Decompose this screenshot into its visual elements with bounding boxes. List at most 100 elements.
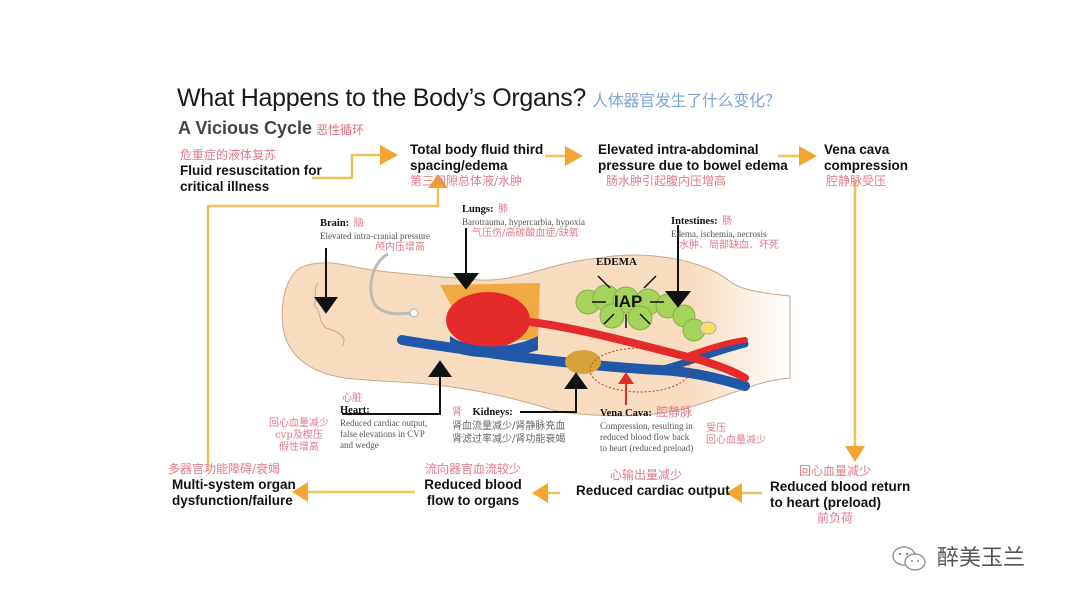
kidney — [565, 350, 601, 374]
bladder — [699, 321, 717, 335]
annotation-brain: Brain: 脑 Elevated intra-cranial pressure… — [320, 213, 430, 254]
node-cn: 腔静脉受压 — [826, 174, 887, 188]
node-cn: 回心血量减少 — [798, 464, 871, 478]
edema-label: EDEMA — [596, 256, 637, 268]
bowel — [575, 284, 706, 342]
organ-label: Lungs: — [462, 204, 494, 215]
title-cn: 人体器官发生了什么变化？ — [592, 91, 781, 110]
node-line: critical illness — [180, 179, 270, 194]
node-line: compression — [824, 158, 909, 173]
node-reduced-organ-flow: 流向器官血流较少 Reduced blood flow to organs — [418, 462, 528, 509]
arrow-right-icon — [799, 146, 817, 166]
watermark: 醉美玉兰 — [890, 540, 1025, 574]
organ-desc-cn: 颅内压增高 — [375, 242, 425, 253]
node-line: dysfunction/failure — [172, 493, 293, 508]
connector-line — [312, 153, 382, 180]
arrow-down-icon — [845, 446, 865, 462]
annotation-kidneys: 肾 Kidneys: 肾血流量减少/肾静脉充血 肾滤过率减少/肾功能衰竭 — [452, 402, 565, 446]
arrow-up-icon — [618, 372, 634, 384]
node-reduced-preload: 回心血量减少 Reduced blood return to heart (pr… — [770, 464, 911, 526]
desc-line: Reduced cardiac output, — [340, 418, 428, 428]
desc-line: reduced blood flow back — [600, 432, 690, 442]
node-fluid-resuscitation: 危重症的液体复苏 Fluid resuscitation for critica… — [180, 148, 322, 195]
organ-cn: 脑 — [353, 218, 364, 229]
iap-pressure-arrows — [592, 275, 664, 328]
organ-cn: 肠 — [722, 216, 733, 227]
organ-cn: 腔静脉 — [656, 405, 693, 419]
organ-desc: Barotrauma, hypercarbia, hypoxia — [462, 217, 585, 227]
ventilator-tube — [369, 252, 413, 316]
watermark-text: 醉美玉兰 — [937, 546, 1026, 571]
organ-desc-cn: 水肿、局部缺血、坏死 — [679, 240, 779, 251]
node-cn: 肠水肿引起腹内压增高 — [606, 174, 727, 188]
organ-desc: Edema, ischemia, necrosis — [671, 229, 767, 239]
vena-cava-desc-cn: 受压 回心血量减少 — [706, 423, 766, 447]
node-cn: 多器官功能障碍/衰竭 — [168, 462, 281, 476]
desc-line: Compression, resulting in — [600, 421, 693, 431]
arrow-up-icon — [428, 174, 448, 188]
annotation-vena-cava: Vena Cava: 腔静脉 Compression, resulting in… — [600, 403, 766, 454]
organ-cn: 心脏 — [342, 393, 362, 404]
organ-desc-cn: 肾血流量减少/肾静脉充血 — [452, 421, 566, 432]
annotation-lungs: Lungs: 肺 Barotrauma, hypercarbia, hypoxi… — [462, 199, 585, 240]
arrow-left-icon — [292, 482, 308, 502]
node-mods: 多器官功能障碍/衰竭 Multi-system organ dysfunctio… — [168, 462, 296, 509]
annotation-heart: 心脏 Heart: 回心血量减少 cvp及楔压 假性增高 Reduced car… — [266, 393, 427, 453]
organ-desc: Elevated intra-cranial pressure — [320, 231, 430, 241]
node-line: Vena cava — [824, 142, 890, 157]
desc-line: false elevations in CVP — [340, 429, 425, 439]
desc-line: to heart (reduced preload) — [600, 443, 694, 453]
title-en: What Happens to the Body’s Organs? — [177, 84, 587, 112]
wechat-icon — [892, 546, 926, 571]
node-line: to heart (preload) — [770, 495, 882, 510]
heart — [446, 292, 530, 348]
iap-label: IAP — [614, 292, 643, 311]
node-third-spacing: Total body fluid third spacing/edema 第三间… — [410, 142, 543, 189]
organ-cn: 肾 — [452, 407, 462, 418]
face-outline — [313, 282, 345, 347]
node-line: Fluid resuscitation for — [180, 163, 322, 178]
subtitle-cn: 恶性循环 — [316, 123, 365, 137]
arrow-right-icon — [565, 146, 583, 166]
node-line: flow to organs — [426, 493, 520, 508]
node-cn: 危重症的液体复苏 — [180, 148, 277, 162]
node-vena-cava-compression: Vena cava compression 腔静脉受压 — [824, 142, 908, 189]
vein-branch — [656, 340, 749, 374]
arrow-left-icon — [532, 483, 548, 503]
pointer-lines — [314, 225, 692, 415]
desc-cn-line: 回心血量减少 — [706, 435, 766, 446]
desc-cn-line: cvp及楔压 — [275, 430, 323, 441]
desc-cn-line: 受压 — [706, 423, 726, 434]
organ-label: Intestines: — [671, 216, 718, 227]
node-cn-after: 前负荷 — [816, 511, 853, 525]
node-cn: 心输出量减少 — [609, 468, 682, 482]
desc-cn-line: 假性增高 — [279, 442, 319, 453]
tube-connector — [409, 308, 419, 318]
node-line: Reduced blood return — [770, 479, 911, 494]
node-line: Multi-system organ — [172, 477, 296, 492]
desc-line: and wedge — [340, 440, 379, 450]
node-reduced-cardiac-output: 心输出量减少 Reduced cardiac output — [576, 468, 730, 499]
node-cn: 第三间隙总体液/水肿 — [410, 174, 523, 188]
organ-desc-cn: 肾滤过率减少/肾功能衰竭 — [452, 434, 566, 445]
organ-label: Vena Cava: — [600, 408, 652, 419]
node-line: Reduced blood — [424, 477, 522, 492]
node-elevated-iap: Elevated intra-abdominal pressure due to… — [598, 142, 788, 189]
node-line: Elevated intra-abdominal — [598, 142, 759, 157]
heart-desc-cn: 回心血量减少 cvp及楔压 假性增高 — [266, 418, 332, 454]
node-line: Reduced cardiac output — [576, 483, 730, 498]
node-line: pressure due to bowel edema — [598, 158, 788, 173]
subtitle-en: A Vicious Cycle — [178, 118, 313, 138]
desc-cn-line: 回心血量减少 — [269, 418, 329, 429]
organ-label: Heart: — [340, 405, 370, 416]
arrow-right-icon — [380, 145, 398, 165]
organ-label: Brain: — [320, 218, 350, 229]
page-title: What Happens to the Body’s Organs? 人体器官发生… — [177, 84, 781, 113]
organ-desc-cn: 气压伤/高碳酸血症/缺氧 — [472, 228, 579, 239]
node-cn: 流向器官血流较少 — [424, 462, 521, 476]
aorta-vessel — [526, 318, 749, 382]
artery-branch — [687, 337, 748, 358]
heart-desc: Reduced cardiac output, false elevations… — [340, 418, 427, 451]
